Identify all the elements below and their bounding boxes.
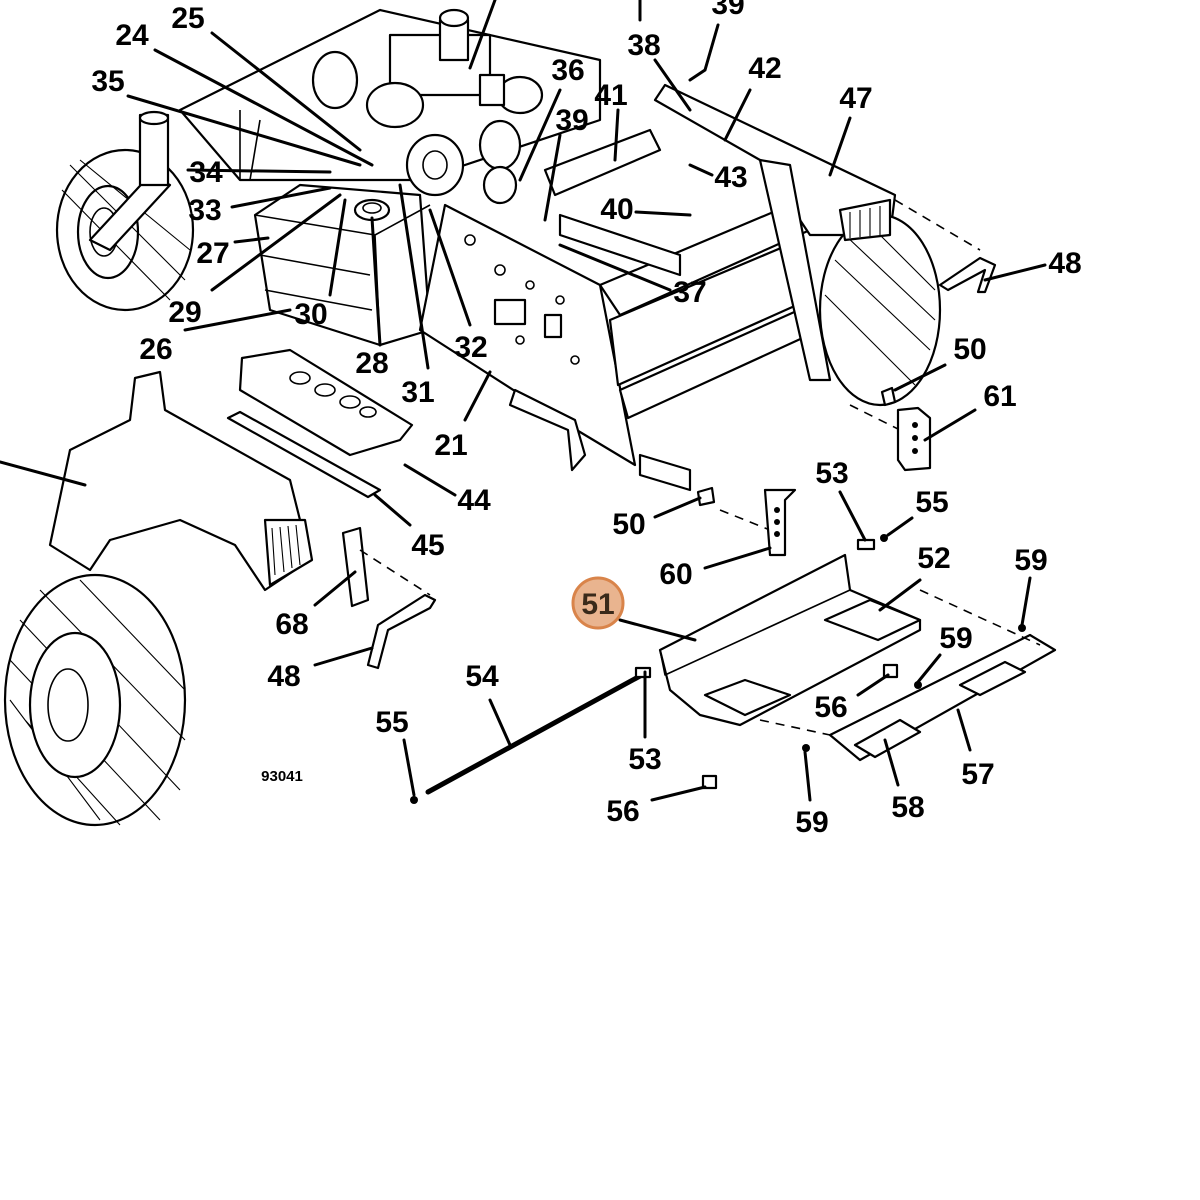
callout-60[interactable]: 60 [659,558,692,591]
floor-pan [658,553,922,727]
callout-29[interactable]: 29 [168,296,201,329]
callout-labels: 25 24 35 34 33 27 29 30 26 28 31 32 21 3… [91,0,1081,839]
callout-53-lower[interactable]: 53 [628,743,661,776]
pin-53-upper [856,538,876,551]
callout-34[interactable]: 34 [189,156,223,189]
main-frame [418,128,822,492]
callout-35[interactable]: 35 [91,65,124,98]
highlight-circle [571,576,625,630]
callout-27[interactable]: 27 [196,237,229,270]
callout-51[interactable]: 51 [581,588,614,621]
bracket-48-upper [938,256,997,294]
bolt-59-b [914,681,922,689]
rear-wheel-left [3,573,187,827]
callout-48-lower[interactable]: 48 [267,660,300,693]
rear-fender-right [653,83,942,407]
bumper-50-upper [880,386,897,407]
step-plate [828,633,1057,762]
bolt-55-lower [410,796,418,804]
bolt-59-c [802,744,810,752]
bumper-56-lower [701,774,718,790]
callout-36[interactable]: 36 [551,54,584,87]
callout-30[interactable]: 30 [294,298,327,331]
callout-56-upper[interactable]: 56 [814,691,847,724]
highlighted-callout[interactable]: 51 [571,576,625,630]
callout-39-upper[interactable]: 39 [711,0,744,21]
bolt-59-a [1018,624,1026,632]
callout-24[interactable]: 24 [115,19,149,52]
callout-43[interactable]: 43 [714,161,747,194]
leader-lines [0,0,1047,802]
callout-37[interactable]: 37 [673,276,706,309]
callout-55-lower[interactable]: 55 [375,706,408,739]
callout-31[interactable]: 31 [401,376,434,409]
callout-25[interactable]: 25 [171,2,204,35]
callout-26[interactable]: 26 [139,333,172,366]
callout-68[interactable]: 68 [275,608,308,641]
callout-40[interactable]: 40 [600,193,633,226]
bracket-61 [896,406,932,472]
callout-21[interactable]: 21 [434,429,467,462]
callout-28[interactable]: 28 [355,347,388,380]
callout-59-bottom[interactable]: 59 [795,806,828,839]
callout-58[interactable]: 58 [891,791,924,824]
engine-assembly [178,8,602,205]
callout-48-upper[interactable]: 48 [1048,247,1081,280]
callout-56-lower[interactable]: 56 [606,795,639,828]
bracket-48-lower [366,593,437,670]
callout-59-mid[interactable]: 59 [939,622,972,655]
callout-39-lower[interactable]: 39 [555,104,588,137]
callout-45[interactable]: 45 [411,529,444,562]
callout-54[interactable]: 54 [465,660,499,693]
drawing-number: 93041 [261,768,303,785]
front-caster-wheel [55,110,195,312]
rod-54 [425,673,643,795]
callout-57[interactable]: 57 [961,758,994,791]
bolt-55-upper [880,534,888,542]
callout-32[interactable]: 32 [454,331,487,364]
callout-42[interactable]: 42 [748,52,781,85]
callout-33[interactable]: 33 [188,194,221,227]
callout-38[interactable]: 38 [627,29,660,62]
callout-61[interactable]: 61 [983,380,1016,413]
rear-fender-left [48,370,314,592]
callout-52[interactable]: 52 [917,542,950,575]
control-panel [226,348,414,499]
callout-47[interactable]: 47 [839,82,872,115]
callout-50-upper[interactable]: 50 [953,333,986,366]
callout-41[interactable]: 41 [594,79,627,112]
callout-59-top[interactable]: 59 [1014,544,1047,577]
callout-55-upper[interactable]: 55 [915,486,948,519]
bracket-60 [763,488,797,557]
pin-53-lower [634,666,652,679]
callout-44[interactable]: 44 [457,484,491,517]
bracket-68 [341,526,370,608]
callout-50-lower[interactable]: 50 [612,508,645,541]
bumper-50-lower [696,486,716,507]
callout-53-upper[interactable]: 53 [815,457,848,490]
